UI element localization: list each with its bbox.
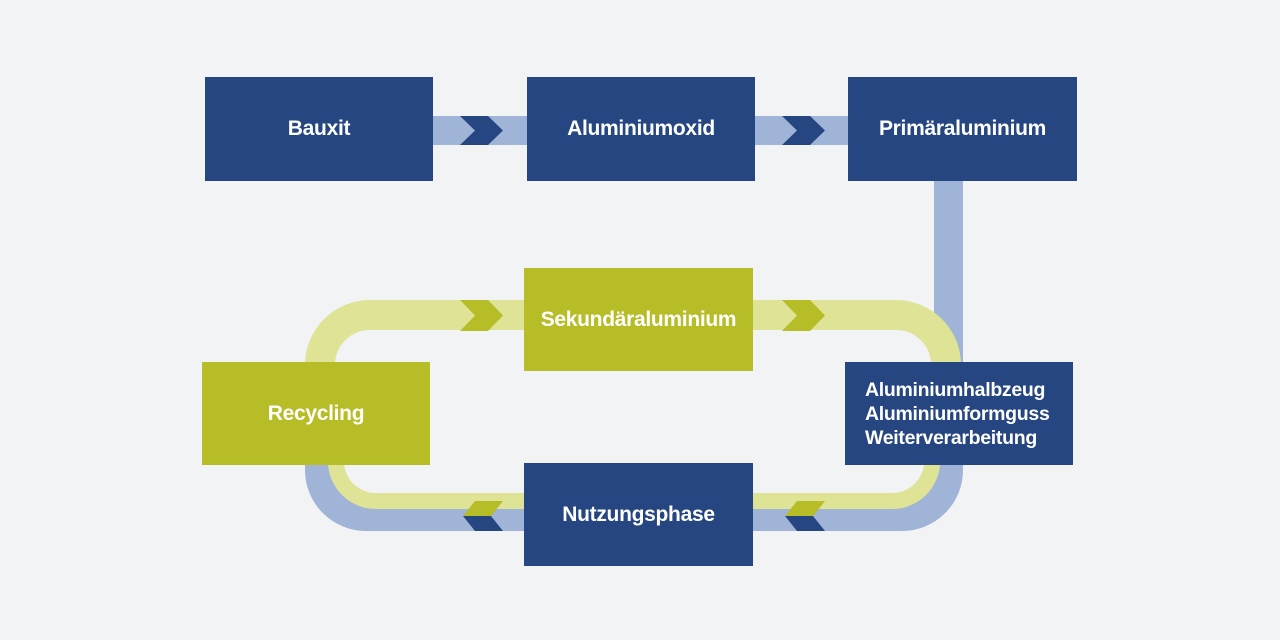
node-nutzungsphase: Nutzungsphase bbox=[524, 463, 753, 566]
node-label-line: Aluminiumformguss bbox=[865, 402, 1050, 425]
node-label: Sekundäraluminium bbox=[540, 307, 737, 331]
node-bauxit: Bauxit bbox=[205, 77, 433, 181]
chevron-right-icon bbox=[782, 300, 825, 331]
node-verarbeitung: Aluminiumhalbzeug Aluminiumformguss Weit… bbox=[845, 362, 1073, 465]
node-label: Bauxit bbox=[287, 117, 351, 140]
chevron-left-icon bbox=[463, 516, 503, 531]
node-label: Nutzungsphase bbox=[562, 502, 715, 526]
chevron-left-icon bbox=[463, 501, 503, 516]
chevron-right-icon bbox=[460, 116, 503, 145]
node-primaeraluminium: Primäraluminium bbox=[848, 77, 1077, 181]
node-label: Recycling bbox=[267, 401, 365, 425]
node-label: Primäraluminium bbox=[878, 117, 1047, 140]
node-label: Aluminiumoxid bbox=[567, 117, 715, 140]
chevron-left-icon bbox=[785, 516, 825, 531]
chevron-right-icon bbox=[782, 116, 825, 145]
node-label-line: Weiterverarbeitung bbox=[865, 426, 1037, 449]
node-sekundaeraluminium: Sekundäraluminium bbox=[524, 268, 753, 371]
node-label-line: Aluminiumhalbzeug bbox=[865, 378, 1046, 401]
node-recycling: Recycling bbox=[202, 362, 430, 465]
chevron-right-icon bbox=[460, 300, 503, 331]
chevron-left-icon bbox=[785, 501, 825, 516]
node-aluminiumoxid: Aluminiumoxid bbox=[527, 77, 755, 181]
